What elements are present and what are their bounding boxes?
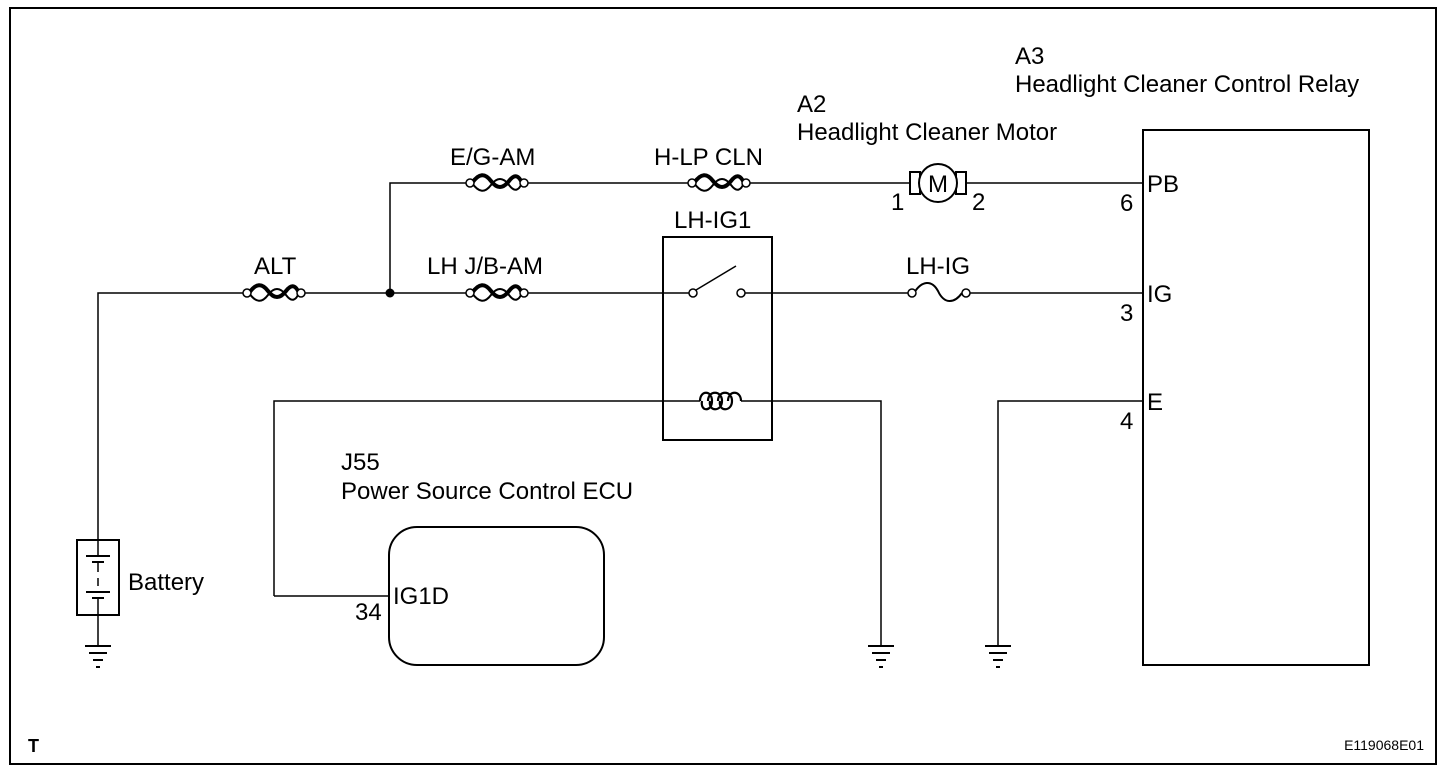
motor-pin-1: 1 xyxy=(891,189,904,216)
wire-e-ground xyxy=(997,400,1143,645)
fuse-eg-am-icon xyxy=(465,173,529,192)
diagram-frame xyxy=(9,7,1437,765)
motor-pin-2: 2 xyxy=(972,189,985,216)
corner-mark: T xyxy=(28,736,39,756)
pin-e-name: E xyxy=(1147,389,1163,416)
motor-icon xyxy=(909,163,967,203)
wire-junction-to-eg-am xyxy=(389,182,468,293)
motor-code: A2 xyxy=(797,91,826,118)
motor-name: Headlight Cleaner Motor xyxy=(797,119,1057,146)
relay-lh-ig1-box xyxy=(662,236,773,441)
battery-label: Battery xyxy=(128,569,204,596)
pin-ig-name: IG xyxy=(1147,281,1172,308)
ecu-box xyxy=(388,526,605,666)
pin-ig-num: 3 xyxy=(1120,300,1133,327)
motor-symbol: M xyxy=(928,171,948,198)
relay-coil-icon xyxy=(698,391,743,411)
relay-lh-ig1-label: LH-IG1 xyxy=(674,207,751,234)
figure-id: E119068E01 xyxy=(1344,737,1424,753)
wire-battery-positive xyxy=(97,292,245,540)
ecu-pin-name: IG1D xyxy=(393,583,449,610)
control-relay-box xyxy=(1142,129,1370,666)
wire-coil-left xyxy=(273,400,700,596)
fuse-alt-icon xyxy=(242,283,306,302)
battery-icon xyxy=(76,539,120,616)
ecu-pin-num: 34 xyxy=(355,599,382,626)
control-relay-code: A3 xyxy=(1015,43,1044,70)
ground-icon xyxy=(868,645,894,668)
fuse-lh-ig-label: LH-IG xyxy=(906,253,970,280)
ecu-code: J55 xyxy=(341,449,380,476)
wire-coil-right xyxy=(741,400,882,645)
relay-switch-icon xyxy=(688,265,746,298)
pin-pb-name: PB xyxy=(1147,171,1179,198)
fuse-eg-am-label: E/G-AM xyxy=(450,144,535,171)
control-relay-name: Headlight Cleaner Control Relay xyxy=(1015,71,1359,98)
pin-pb-num: 6 xyxy=(1120,190,1133,217)
fuse-h-lp-cln-label: H-LP CLN xyxy=(654,144,763,171)
pin-e-num: 4 xyxy=(1120,408,1133,435)
ground-icon xyxy=(985,645,1011,668)
fuse-lh-jb-am-label: LH J/B-AM xyxy=(427,253,543,280)
fuse-lh-jb-am-icon xyxy=(465,283,529,302)
fuse-h-lp-cln-icon xyxy=(687,173,751,192)
ground-icon xyxy=(85,645,111,668)
ecu-name: Power Source Control ECU xyxy=(341,478,633,505)
fuse-lh-ig-icon xyxy=(907,282,971,302)
fuse-alt-label: ALT xyxy=(254,253,297,280)
